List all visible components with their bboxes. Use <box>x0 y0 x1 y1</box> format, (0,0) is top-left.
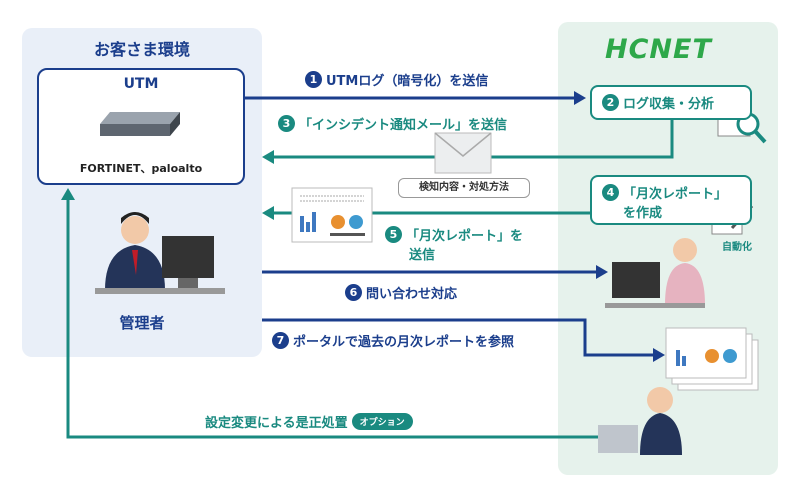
step4-text2: を作成 <box>623 206 663 221</box>
report-document-icon <box>291 187 373 243</box>
step2-box: 2 ログ収集・分析 <box>590 85 752 120</box>
step5-text2: 送信 <box>409 248 436 263</box>
support-operator-illustration <box>605 238 705 308</box>
step6-label: 6 問い合わせ対応 <box>345 283 457 302</box>
step5-label: 5 「月次レポート」を送信 <box>385 225 523 263</box>
step5-text: 「月次レポート」を <box>406 229 524 244</box>
remediation-text: 設定変更による是正処置 <box>205 416 348 431</box>
engineer-person-illustration <box>598 387 682 455</box>
auto-label: 自動化 <box>722 242 752 253</box>
customer-title: お客さま環境 <box>93 40 190 59</box>
step3-number: 3 <box>278 115 295 132</box>
stacked-reports-icon <box>665 327 759 391</box>
admin-person-illustration <box>95 212 225 294</box>
arrow-remediation <box>66 198 600 439</box>
step7-text: ポータルで過去の月次レポートを参照 <box>293 335 515 350</box>
step1-number: 1 <box>305 71 322 88</box>
option-badge: オプション <box>351 413 413 430</box>
step3-label: 3 「インシデント通知メール」を送信 <box>278 114 507 133</box>
utm-vendors: FORTINET、paloalto <box>79 162 203 175</box>
arrowhead-step1 <box>574 91 586 105</box>
step3-text: 「インシデント通知メール」を送信 <box>299 118 508 133</box>
mail-content-tag: 検知内容・対処方法 <box>398 178 530 198</box>
remediation-label: 設定変更による是正処置オプション <box>205 412 413 431</box>
step7-number: 7 <box>272 332 289 349</box>
step4-number: 4 <box>602 184 619 201</box>
step4-box: 4 「月次レポート」を作成 <box>590 175 752 225</box>
step2-text: ログ収集・分析 <box>623 97 715 112</box>
envelope-icon <box>434 132 492 174</box>
step6-number: 6 <box>345 284 362 301</box>
step2-number: 2 <box>602 94 619 111</box>
hcnet-logo: HCNET <box>605 34 712 65</box>
step5-number: 5 <box>385 226 402 243</box>
arrow-step7 <box>262 318 655 357</box>
step1-text: UTMログ（暗号化）を送信 <box>326 74 489 89</box>
utm-title: UTM <box>123 76 159 92</box>
arrow-step3 <box>272 120 674 159</box>
step7-label: 7 ポータルで過去の月次レポートを参照 <box>272 331 514 350</box>
step4-text: 「月次レポート」 <box>623 187 728 202</box>
utm-device-icon <box>100 112 180 136</box>
step6-text: 問い合わせ対応 <box>366 287 458 302</box>
step1-label: 1 UTMログ（暗号化）を送信 <box>305 70 488 89</box>
admin-label: 管理者 <box>119 314 165 332</box>
